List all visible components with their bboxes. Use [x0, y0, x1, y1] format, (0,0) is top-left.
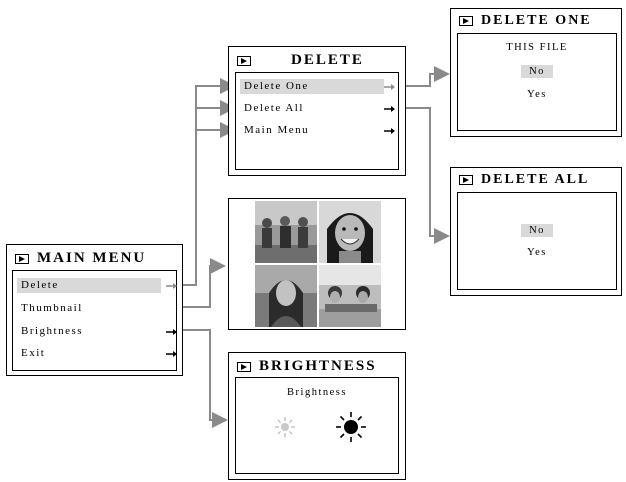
delete-all-no-row: No	[458, 224, 616, 237]
arrow-right-icon	[384, 84, 395, 90]
delete-one-header: DELETE ONE	[459, 13, 621, 29]
menu-item-label: Main Menu	[244, 124, 310, 136]
menu-item-exit[interactable]: Exit	[17, 346, 161, 361]
menu-item-label: Delete	[21, 279, 59, 291]
menu-item-label: Brightness	[21, 325, 84, 337]
delete-one-prompt: THIS FILE	[506, 42, 568, 53]
brightness-title: BRIGHTNESS	[259, 358, 377, 374]
arrow-right-icon	[384, 106, 395, 112]
play-icon	[237, 55, 251, 66]
delete-one-panel: DELETE ONE THIS FILE No Yes	[450, 8, 622, 137]
menu-item-thumbnail[interactable]: Thumbnail	[17, 301, 161, 316]
delete-menu-panel: DELETE Delete One Delete All Main Menu	[228, 46, 406, 176]
menu-item-main-menu[interactable]: Main Menu	[240, 123, 384, 138]
photo-three-people-icon	[255, 201, 317, 263]
play-icon	[237, 361, 251, 372]
menu-item-label: Delete One	[244, 80, 309, 92]
brightness-dialog: Brightness	[235, 377, 399, 474]
delete-one-yes-row: Yes	[458, 88, 616, 101]
arrow-right-icon	[166, 351, 177, 357]
brightness-label: Brightness	[287, 387, 347, 398]
menu-item-label: Thumbnail	[21, 302, 83, 314]
yes-option[interactable]: Yes	[527, 247, 547, 258]
arrow-right-icon	[166, 283, 177, 289]
play-icon	[15, 253, 29, 264]
delete-all-title: DELETE ALL	[481, 172, 590, 187]
yes-option[interactable]: Yes	[527, 89, 547, 100]
photo-smiling-girl-icon	[319, 201, 381, 263]
delete-menu-title: DELETE	[291, 52, 364, 68]
delete-all-header: DELETE ALL	[459, 172, 621, 188]
main-menu-title: MAIN MENU	[37, 250, 147, 266]
delete-one-title: DELETE ONE	[481, 13, 592, 28]
menu-item-delete-one[interactable]: Delete One	[240, 79, 384, 94]
delete-all-dialog: No Yes	[457, 192, 617, 290]
delete-all-yes-row: Yes	[458, 246, 616, 259]
main-menu-header: MAIN MENU	[15, 250, 182, 267]
delete-menu-header: DELETE	[237, 52, 405, 69]
menu-item-delete-all[interactable]: Delete All	[240, 101, 384, 116]
brightness-header: BRIGHTNESS	[237, 358, 405, 375]
sun-bright-icon[interactable]	[335, 411, 367, 443]
menu-item-brightness[interactable]: Brightness	[17, 324, 161, 339]
sun-dim-icon[interactable]	[274, 416, 296, 438]
play-icon	[459, 16, 473, 26]
play-icon	[459, 175, 473, 185]
arrow-right-icon	[166, 329, 177, 335]
menu-item-delete[interactable]: Delete	[17, 278, 161, 293]
main-menu-list: Delete Thumbnail Brightness Exit	[12, 270, 177, 371]
menu-item-label: Delete All	[244, 102, 304, 114]
photo-woman-outdoors-icon	[255, 265, 317, 327]
delete-one-no-row: No	[458, 65, 616, 78]
photo-kids-lying-icon	[319, 265, 381, 327]
thumbnail-grid	[255, 201, 381, 327]
delete-all-panel: DELETE ALL No Yes	[450, 167, 622, 296]
menu-item-label: Exit	[21, 347, 46, 359]
no-option[interactable]: No	[521, 65, 553, 78]
no-option[interactable]: No	[521, 224, 553, 237]
thumbnail-panel	[228, 198, 406, 330]
delete-menu-list: Delete One Delete All Main Menu	[235, 72, 399, 170]
arrow-right-icon	[384, 128, 395, 134]
main-menu-panel: MAIN MENU Delete Thumbnail Brightness Ex…	[6, 244, 183, 376]
delete-one-dialog: THIS FILE No Yes	[457, 33, 617, 131]
brightness-panel: BRIGHTNESS Brightness	[228, 352, 406, 480]
